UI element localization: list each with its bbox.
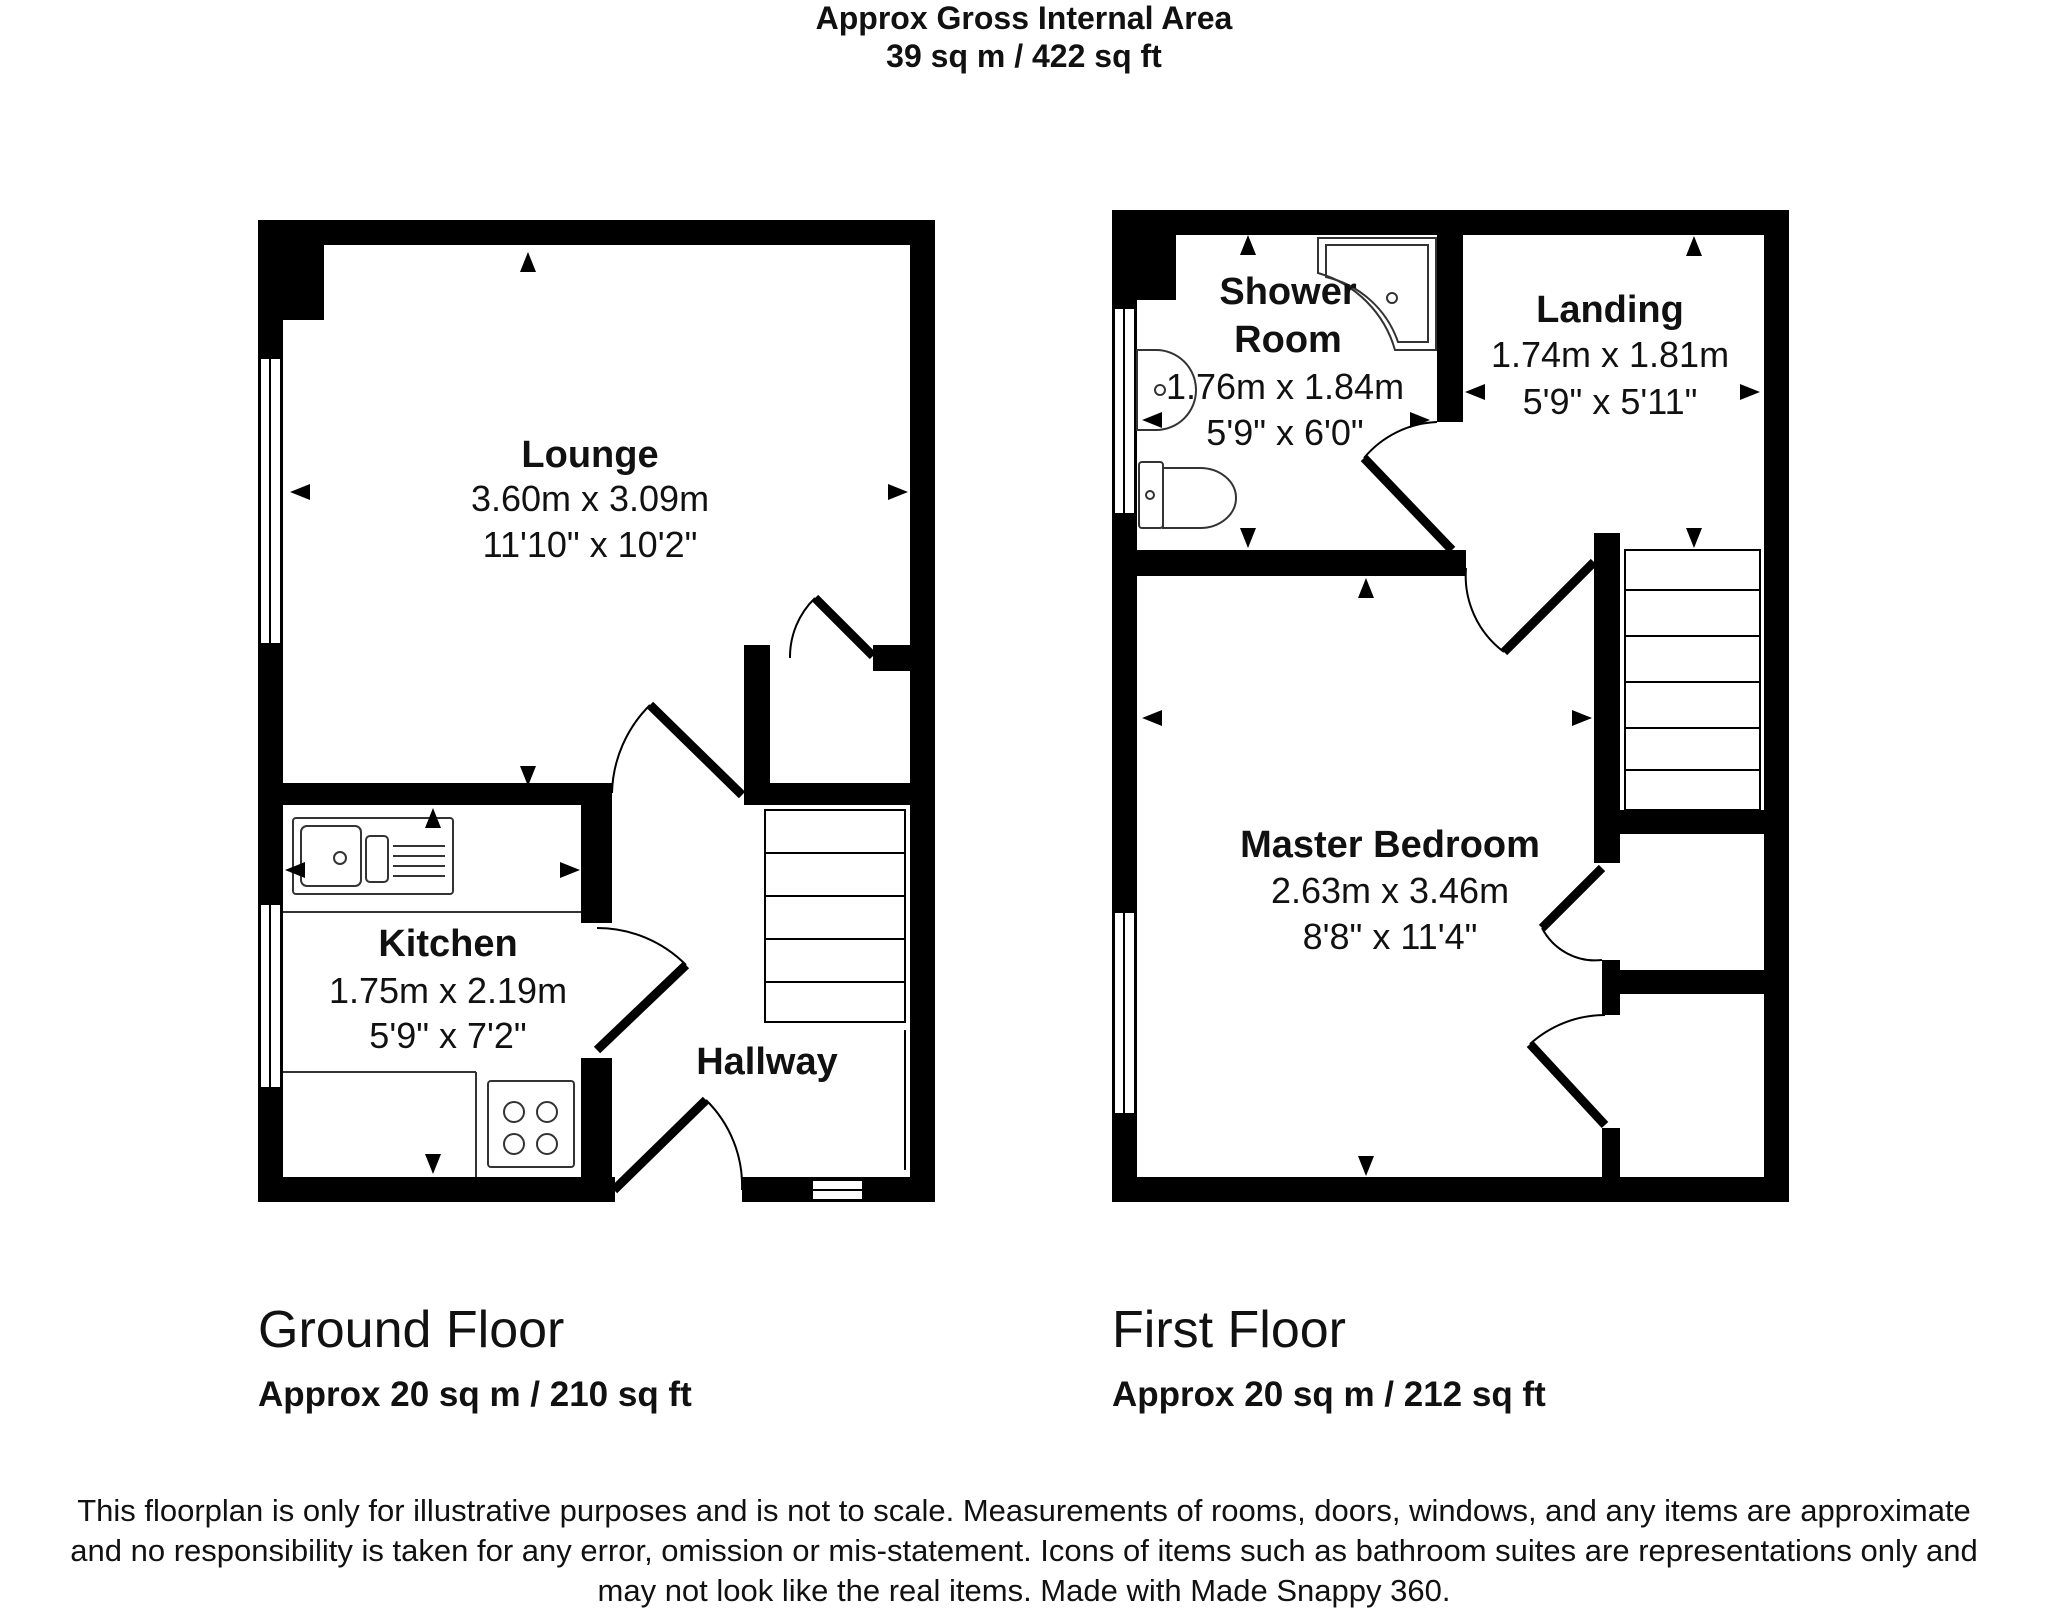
wall — [1112, 550, 1466, 576]
ground-floor-title: Ground Floor — [258, 1301, 565, 1359]
wall — [581, 783, 612, 923]
hob-icon — [487, 1080, 575, 1168]
master-bedroom-imperial: 8'8" x 11'4" — [1302, 916, 1478, 957]
shower-icon — [1317, 237, 1437, 351]
shower-room-label-2: Room — [1234, 319, 1342, 361]
kitchen-metric: 1.75m x 2.19m — [328, 970, 568, 1011]
disclaimer-line-1: This floorplan is only for illustrative … — [77, 1493, 1971, 1528]
lounge-metric: 3.60m x 3.09m — [470, 478, 710, 519]
disclaimer-line-2: and no responsibility is taken for any e… — [70, 1533, 1978, 1568]
basin-icon — [1136, 349, 1197, 431]
shower-room-metric: 1.76m x 1.84m — [1165, 366, 1405, 407]
wall — [1437, 210, 1463, 422]
shower-room-label-1: Shower — [1219, 271, 1357, 313]
lounge-label: Lounge — [521, 434, 659, 476]
hallway-label: Hallway — [696, 1041, 838, 1083]
wall — [1112, 1177, 1789, 1202]
kitchen-fixtures — [283, 817, 581, 1177]
master-bedroom-label: Master Bedroom — [1240, 824, 1540, 866]
wall — [581, 1058, 612, 1202]
chimney-breast — [1112, 210, 1176, 300]
first-floor-title: First Floor — [1112, 1301, 1346, 1359]
lounge-imperial: 11'10" x 10'2" — [482, 524, 698, 565]
wall — [744, 783, 935, 805]
doors-ground — [593, 594, 877, 1194]
sink-icon — [292, 817, 454, 895]
wall — [258, 1177, 615, 1202]
shower-room-imperial: 5'9" x 6'0" — [1206, 412, 1364, 453]
landing-label: Landing — [1536, 289, 1684, 331]
gross-area-title: Approx Gross Internal Area — [815, 0, 1233, 36]
wall — [1594, 533, 1620, 863]
wall — [1602, 970, 1789, 994]
wall — [1594, 810, 1789, 834]
master-bedroom-metric: 2.63m x 3.46m — [1270, 870, 1510, 911]
disclaimer-line-3: may not look like the real items. Made w… — [597, 1573, 1451, 1608]
wall — [258, 220, 935, 245]
wall — [910, 220, 935, 1202]
wall — [258, 783, 612, 805]
doors-first — [1360, 421, 1609, 1129]
gross-area-value: 39 sq m / 422 sq ft — [886, 38, 1162, 74]
first-floor-area: Approx 20 sq m / 212 sq ft — [1112, 1375, 1546, 1414]
stairs-ground — [764, 809, 906, 1170]
chimney-breast — [258, 220, 324, 320]
wall — [1602, 1128, 1620, 1202]
stairs-first — [1624, 549, 1761, 811]
landing-imperial: 5'9" x 5'11" — [1522, 381, 1698, 422]
landing-metric: 1.74m x 1.81m — [1490, 334, 1730, 375]
wall — [1764, 210, 1789, 1202]
room-dimension-arrows — [285, 235, 1760, 1176]
bathroom-fixtures — [1136, 237, 1437, 529]
wall — [873, 645, 910, 671]
wall — [744, 645, 770, 795]
toilet-icon — [1138, 461, 1164, 529]
kitchen-imperial: 5'9" x 7'2" — [369, 1015, 527, 1056]
ground-floor-area: Approx 20 sq m / 210 sq ft — [258, 1375, 692, 1414]
kitchen-label: Kitchen — [378, 923, 518, 965]
